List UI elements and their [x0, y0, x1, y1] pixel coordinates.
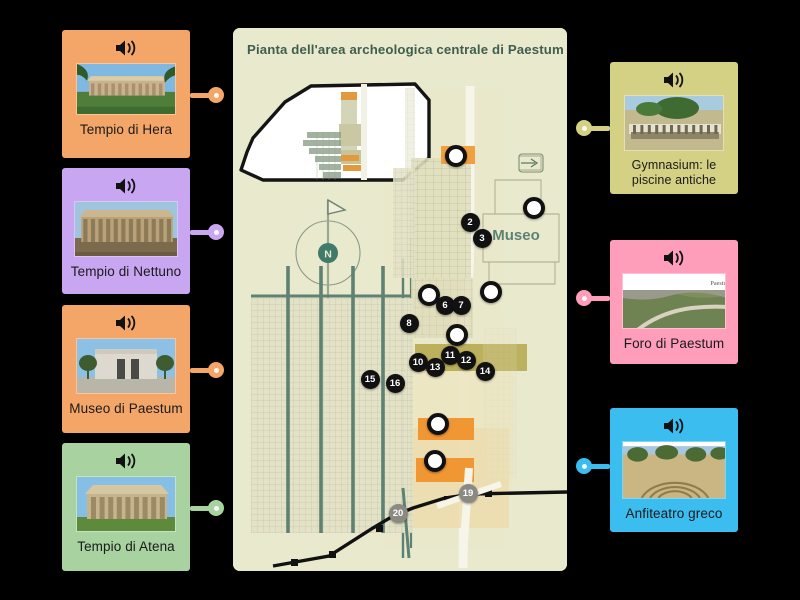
hollow-marker-temple-1[interactable]: [427, 413, 449, 435]
card-thumbnail-tempio-di-hera: [76, 63, 176, 115]
card-label-tempio-di-atena: Tempio di Atena: [77, 539, 175, 554]
map-marker-6[interactable]: 6: [435, 295, 455, 315]
map-marker-3[interactable]: 3: [472, 228, 492, 248]
card-label-gymnasium-piscine-antiche: Gymnasium: le piscine antiche: [631, 158, 717, 187]
connector-line-anfiteatro-greco: [584, 463, 610, 469]
connector-line-tempio-di-hera: [190, 92, 216, 98]
card-thumbnail-tempio-di-atena: [76, 476, 176, 532]
map-marker-2[interactable]: 2: [460, 212, 480, 232]
card-thumbnail-anfiteatro-greco: [622, 441, 726, 499]
map-marker-12[interactable]: 12: [456, 350, 476, 370]
map-marker-10[interactable]: 10: [408, 352, 428, 372]
card-gymnasium-piscine-antiche[interactable]: Gymnasium: le piscine antiche: [610, 62, 738, 194]
card-thumbnail-foro-di-paestum: Paestum: [622, 273, 726, 329]
card-label-anfiteatro-greco: Anfiteatro greco: [625, 506, 723, 521]
map-marker-11[interactable]: 11: [440, 345, 460, 365]
card-label-tempio-di-hera: Tempio di Hera: [79, 122, 173, 137]
card-tempio-di-atena[interactable]: Tempio di Atena: [62, 443, 190, 571]
hollow-marker-top[interactable]: [445, 145, 467, 167]
card-tempio-di-nettuno[interactable]: Tempio di Nettuno: [62, 168, 190, 294]
speaker-icon[interactable]: [661, 248, 687, 268]
map-marker-13[interactable]: 13: [425, 357, 445, 377]
hollow-marker-museo[interactable]: [523, 197, 545, 219]
map-marker-16[interactable]: 16: [385, 373, 405, 393]
connector-dot-museo-di-paestum[interactable]: [208, 362, 224, 378]
map-marker-15[interactable]: 15: [360, 369, 380, 389]
card-label-museo-di-paestum: Museo di Paestum: [69, 401, 183, 416]
card-label-foro-di-paestum: Foro di Paestum: [623, 336, 725, 351]
map-marker-14[interactable]: 14: [475, 361, 495, 381]
card-museo-di-paestum[interactable]: Museo di Paestum: [62, 305, 190, 433]
speaker-icon[interactable]: [113, 313, 139, 333]
speaker-icon[interactable]: [661, 70, 687, 90]
svg-text:N: N: [324, 249, 332, 261]
speaker-icon[interactable]: [113, 38, 139, 58]
map-marker-7[interactable]: 7: [451, 295, 471, 315]
connector-line-museo-di-paestum: [190, 367, 216, 373]
card-foro-di-paestum[interactable]: PaestumForo di Paestum: [610, 240, 738, 364]
connector-line-gymnasium-piscine-antiche: [584, 125, 610, 131]
speaker-icon[interactable]: [113, 451, 139, 471]
card-anfiteatro-greco[interactable]: Anfiteatro greco: [610, 408, 738, 532]
speaker-icon[interactable]: [113, 176, 139, 196]
svg-text:Paestum: Paestum: [710, 281, 726, 287]
card-thumbnail-museo-di-paestum: [76, 338, 176, 394]
connector-line-foro-di-paestum: [584, 295, 610, 301]
hollow-marker-temple-2[interactable]: [424, 450, 446, 472]
museo-map-label: Museo: [492, 227, 540, 244]
card-tempio-di-hera[interactable]: Tempio di Hera: [62, 30, 190, 158]
connector-line-tempio-di-nettuno: [190, 229, 216, 235]
card-thumbnail-tempio-di-nettuno: [74, 201, 178, 257]
hollow-marker-forum[interactable]: [446, 324, 468, 346]
connector-dot-tempio-di-hera[interactable]: [208, 87, 224, 103]
card-label-tempio-di-nettuno: Tempio di Nettuno: [70, 264, 182, 279]
map-marker-19[interactable]: 19: [458, 483, 478, 503]
hollow-marker-right[interactable]: [480, 281, 502, 303]
connector-dot-tempio-di-atena[interactable]: [208, 500, 224, 516]
compass-rose: N: [295, 198, 361, 300]
map-marker-8[interactable]: 8: [399, 313, 419, 333]
connector-dot-foro-di-paestum[interactable]: [576, 290, 592, 306]
connector-line-tempio-di-atena: [190, 505, 216, 511]
map-title: Pianta dell'area archeologica centrale d…: [247, 42, 564, 57]
map-graphic: N: [233, 28, 567, 571]
hollow-marker-left[interactable]: [418, 284, 440, 306]
map-panel[interactable]: N: [233, 28, 567, 571]
connector-dot-anfiteatro-greco[interactable]: [576, 458, 592, 474]
card-thumbnail-gymnasium-piscine-antiche: [624, 95, 724, 151]
map-marker-20[interactable]: 20: [388, 503, 408, 523]
connector-dot-gymnasium-piscine-antiche[interactable]: [576, 120, 592, 136]
connector-dot-tempio-di-nettuno[interactable]: [208, 224, 224, 240]
speaker-icon[interactable]: [661, 416, 687, 436]
